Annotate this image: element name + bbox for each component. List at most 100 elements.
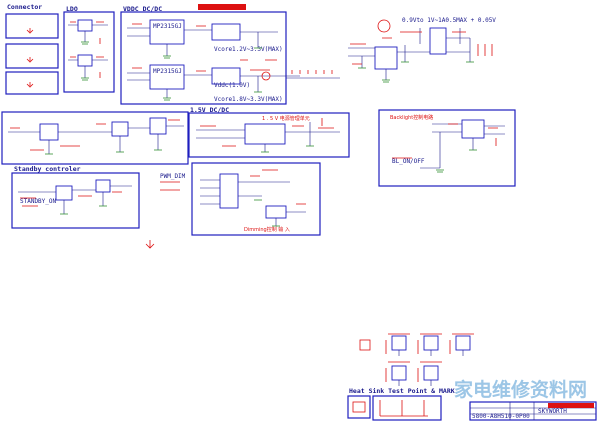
- connector-box-3: [5, 71, 59, 95]
- backlight-title: Backlight控制电路: [390, 114, 433, 121]
- standby-wires: [18, 185, 132, 214]
- mount-5: [391, 365, 407, 381]
- vddc-wires: [127, 27, 300, 98]
- vddc-title-net: [198, 4, 246, 10]
- vcore-inductor: [429, 27, 447, 55]
- standby-power-ic-2: [111, 121, 129, 137]
- standby-title: Standby controler: [14, 165, 81, 173]
- standby-signal: STANDBY_ON: [20, 198, 57, 205]
- heatsink-block: Heat Sink Test Point & MARK: [347, 387, 455, 421]
- standby-power-wires: [8, 125, 184, 154]
- vddc-grounds: [163, 47, 262, 101]
- vcore-nets: [350, 31, 493, 65]
- vddc-vref-2: Vcore1.8V~3.3V(MAX): [214, 96, 283, 103]
- backlight-signal: BL_ON/OFF: [392, 158, 425, 165]
- heatsink-pad: [352, 401, 366, 413]
- standby-power-ic-1: [39, 123, 59, 141]
- standby-power-block: [1, 111, 189, 165]
- dc15-title: 1.5V DC/DC: [190, 106, 229, 114]
- standby-power-grounds: [45, 149, 162, 155]
- dimming-block: PWM_DIM Dimming控制 输 入: [160, 162, 321, 236]
- connector-marker-2: [26, 57, 34, 63]
- dc15-wires: [196, 122, 340, 152]
- mount-footprints: [359, 333, 474, 386]
- connector-title: Connector: [7, 3, 42, 11]
- connector-marker-3: [26, 82, 34, 88]
- vcore-spec: 0.9Vto 1V~1A0.5MAX + 0.05V: [402, 17, 496, 24]
- dc15-frame: [188, 112, 350, 158]
- connector-box-1: [5, 13, 59, 39]
- dc15-grounds: [261, 145, 314, 153]
- standby-controler-block: Standby controler STANDBY_ON: [11, 165, 140, 229]
- standby-ic-2: [95, 179, 111, 193]
- standby-power-ic-3: [149, 117, 167, 135]
- vddc-aux-upper: [211, 23, 241, 41]
- standby-power-nets: [10, 119, 180, 151]
- vddc-probe: [261, 71, 271, 81]
- stray-marker: [145, 240, 155, 249]
- dimming-grounds: [254, 199, 280, 227]
- mount-wires: [398, 350, 464, 386]
- standby-power-frame: [1, 111, 189, 165]
- dc15-note: 1 . 5 V 电源管理单元: [262, 115, 310, 122]
- ldo-ic-1: [77, 19, 93, 32]
- ldo-grounds: [81, 41, 89, 81]
- dc15-ic: [244, 123, 286, 145]
- ldo-nets: [70, 21, 104, 78]
- dimming-ic: [265, 205, 287, 219]
- title-block-logo-bar: [548, 403, 594, 408]
- mount-1: [359, 339, 371, 351]
- vcore-probe: [377, 19, 391, 33]
- backlight-block: Backlight控制电路 BL_ON/OFF: [378, 109, 516, 187]
- vcore-grounds: [358, 61, 474, 83]
- dc15-block: 1.5V DC/DC 1 . 5 V 电源管理单元: [188, 106, 350, 158]
- testpoint-frame: [372, 395, 442, 421]
- connector-block: Connector: [5, 3, 59, 95]
- heatsink-frame: [347, 395, 371, 419]
- vddc-ic-upper: [149, 19, 185, 45]
- backlight-ic: [461, 119, 485, 139]
- standby-frame: [11, 172, 140, 229]
- dimming-wires: [200, 179, 306, 226]
- title-block-docno: 5800-A8H510-0P00: [472, 413, 530, 420]
- vcore-ic: [374, 46, 398, 70]
- title-block-company: SKYWORTH: [538, 408, 567, 415]
- mount-6: [423, 365, 439, 381]
- vcore-wires: [348, 28, 471, 80]
- vddc-frame: [120, 11, 287, 105]
- vddc-vref-1: Vcore1.2V~3.3V(MAX): [214, 46, 283, 53]
- backlight-nets: [392, 123, 498, 159]
- vddc-output-label: Vddc(1.0V): [214, 82, 250, 89]
- vddc-ic-lower: [149, 64, 185, 90]
- mount-3: [423, 335, 439, 351]
- title-block-grid: [470, 402, 596, 420]
- ldo-title: LDO: [66, 5, 78, 13]
- connector-marker-1: [26, 28, 34, 34]
- mount-2: [391, 335, 407, 351]
- vddc-nets: [132, 23, 277, 72]
- heatsink-title: Heat Sink Test Point & MARK: [349, 387, 455, 395]
- vddc-title: VDDC DC/DC: [123, 5, 162, 13]
- site-watermark: 家电维修资料网: [454, 378, 587, 401]
- ldo-wires: [68, 24, 108, 78]
- backlight-frame: [378, 109, 516, 187]
- dc15-nets: [200, 118, 334, 147]
- dimming-frame: [191, 162, 321, 236]
- standby-ic-1: [55, 185, 73, 201]
- standby-grounds: [60, 205, 107, 215]
- dimming-signal: PWM_DIM: [160, 173, 186, 180]
- standby-nets: [20, 191, 122, 207]
- title-block: 5800-A8H510-0P00 SKYWORTH: [469, 401, 597, 421]
- ldo-frame: [63, 11, 115, 93]
- dimming-connector: [219, 173, 239, 209]
- mount-4: [455, 335, 471, 351]
- title-block-frame: [469, 401, 597, 421]
- vddc-block: VDDC DC/DC MP2315GJ MP2315GJ Vddc(1.0V) …: [120, 4, 340, 105]
- ldo-ic-2: [77, 54, 93, 67]
- mount-outlines: [385, 333, 474, 382]
- vddc-ic-upper-label: MP2315GJ: [153, 23, 182, 30]
- ldo-block: LDO: [63, 5, 115, 93]
- vddc-ic-lower-label: MP2315GJ: [153, 68, 182, 75]
- connector-box-2: [5, 43, 59, 69]
